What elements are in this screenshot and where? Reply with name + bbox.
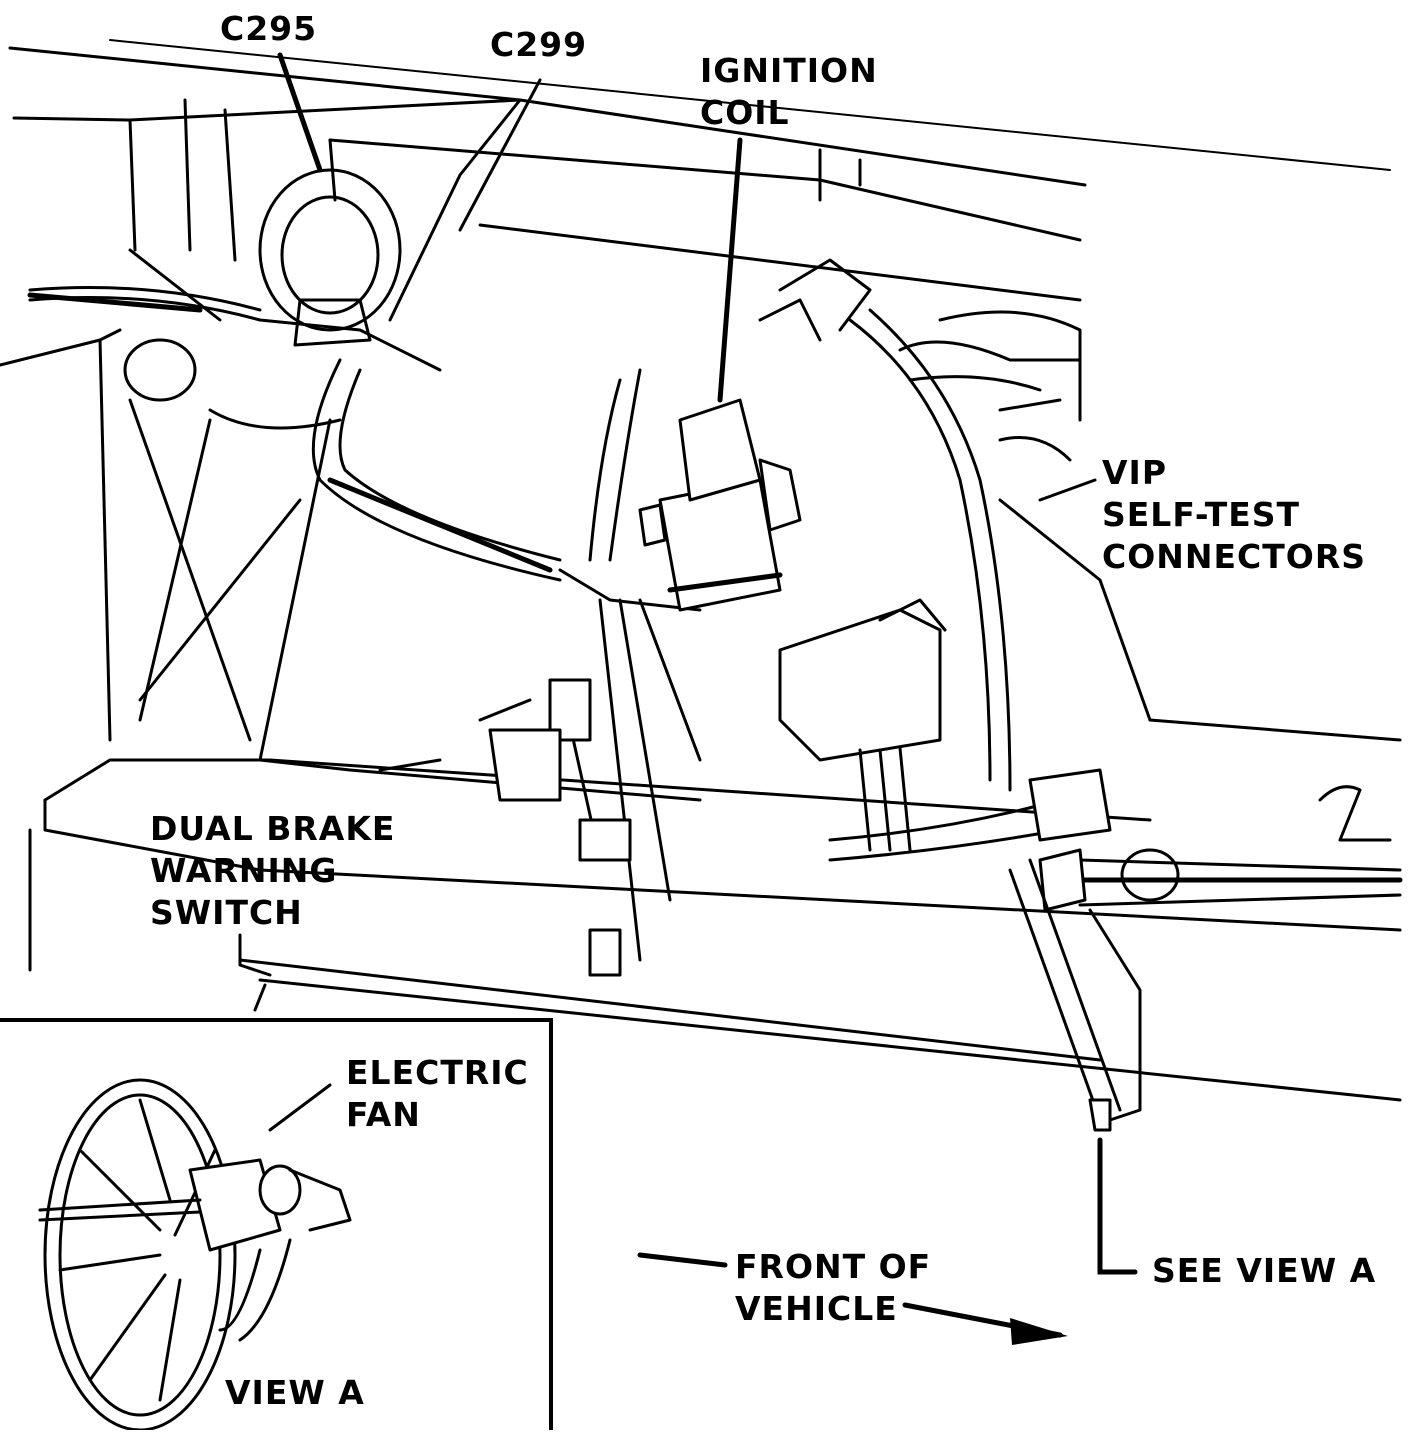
main-harness xyxy=(311,358,702,977)
leader-lines xyxy=(238,52,1138,1345)
label-ignition-coil-line-2: COIL xyxy=(700,93,790,132)
label-brake-line-1: DUAL BRAKE xyxy=(150,809,396,848)
module-box xyxy=(778,598,947,852)
label-front-line-2: VEHICLE xyxy=(735,1289,898,1328)
label-fan-line-1: ELECTRIC xyxy=(346,1053,529,1092)
label-front-of-vehicle: FRONT OF VEHICLE xyxy=(735,1246,931,1330)
label-front-line-1: FRONT OF xyxy=(735,1247,932,1286)
label-c299: C299 xyxy=(490,25,588,64)
label-view-a: VIEW A xyxy=(225,1373,365,1412)
c295-connector xyxy=(27,168,442,430)
fan-bracket xyxy=(1008,858,1142,1132)
label-electric-fan: ELECTRIC FAN xyxy=(346,1052,529,1136)
label-see-view-a: SEE VIEW A xyxy=(1152,1251,1377,1290)
view-a-inset-frame xyxy=(0,1018,553,1430)
label-brake-line-2: WARNING xyxy=(150,851,338,890)
ignition-coil xyxy=(638,137,802,612)
label-dual-brake-warning-switch: DUAL BRAKE WARNING SWITCH xyxy=(150,808,395,934)
electric-fan xyxy=(38,1078,352,1432)
label-vip-self-test-connectors: VIP SELF-TEST CONNECTORS xyxy=(1102,452,1366,578)
label-vip-line-1: VIP xyxy=(1102,453,1168,492)
label-c295: C295 xyxy=(220,9,318,48)
label-ignition-coil-line-1: IGNITION xyxy=(700,51,878,90)
label-vip-line-2: SELF-TEST xyxy=(1102,495,1301,534)
label-ignition-coil: IGNITION COIL xyxy=(700,50,878,134)
label-brake-line-3: SWITCH xyxy=(150,893,303,932)
label-vip-line-3: CONNECTORS xyxy=(1102,537,1367,576)
right-harness xyxy=(758,258,1403,912)
body-panels xyxy=(0,39,1402,1102)
label-fan-line-2: FAN xyxy=(346,1095,421,1134)
